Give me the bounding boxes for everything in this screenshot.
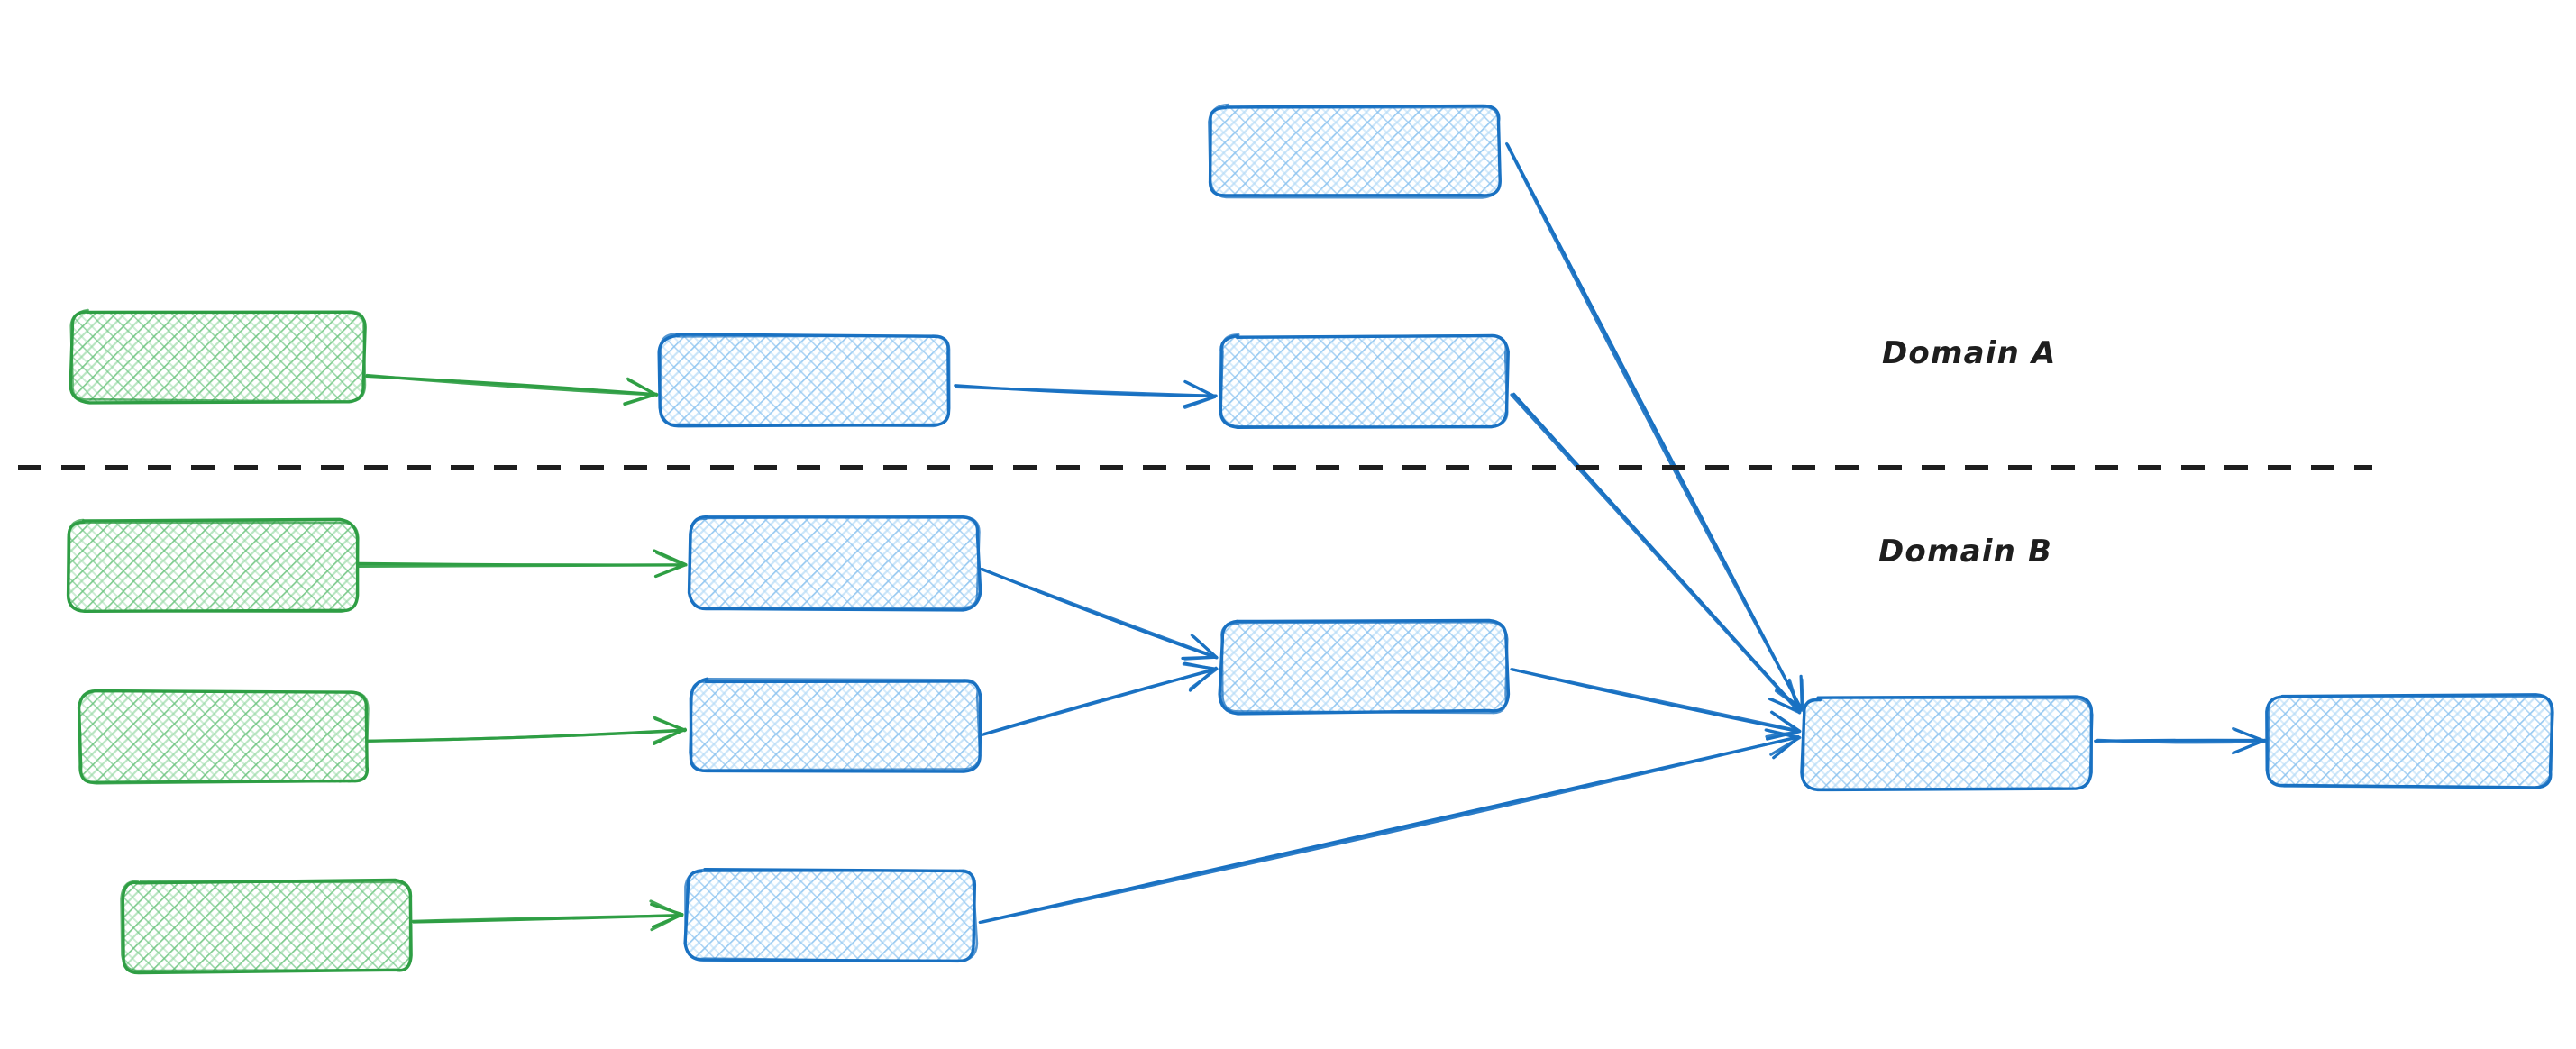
node-b-src-2[interactable] bbox=[77, 689, 370, 785]
edge-b-col3-1-to-b-col4-1 bbox=[1510, 668, 1802, 741]
nodes-layer bbox=[66, 103, 2554, 975]
node-b-src-1[interactable] bbox=[66, 517, 360, 613]
node-b-col3-1[interactable] bbox=[1218, 618, 1511, 716]
domain-b-label: Domain B bbox=[1878, 534, 2053, 570]
edges-layer bbox=[356, 141, 2267, 932]
edge-a-src-1-to-a-mid-1 bbox=[364, 373, 659, 406]
node-b-mid-1[interactable] bbox=[687, 515, 982, 612]
edge-b-src-2-to-b-mid-2 bbox=[367, 716, 688, 745]
edge-b-src-1-to-b-mid-1 bbox=[356, 549, 688, 579]
edge-a-top-1-to-b-col4-1 bbox=[1505, 141, 1805, 713]
edge-b-col4-1-to-b-col5-1 bbox=[2094, 726, 2267, 755]
edge-b-mid-3-to-b-col4-1 bbox=[978, 728, 1802, 925]
node-a-src-1[interactable] bbox=[69, 308, 367, 405]
node-a-mid-1[interactable] bbox=[657, 333, 951, 428]
edge-a-col3-1-to-b-col4-1 bbox=[1510, 392, 1802, 715]
node-b-col4-1[interactable] bbox=[1800, 695, 2094, 792]
node-b-mid-2[interactable] bbox=[689, 677, 982, 773]
node-b-mid-3[interactable] bbox=[683, 868, 979, 963]
edge-a-mid-1-to-a-col3-1 bbox=[954, 379, 1218, 409]
domain-a-label: Domain A bbox=[1882, 335, 2057, 371]
node-a-col3-1[interactable] bbox=[1219, 333, 1510, 429]
edge-b-mid-1-to-b-col3-1 bbox=[979, 567, 1219, 661]
edge-b-mid-2-to-b-col3-1 bbox=[981, 661, 1219, 736]
node-b-col5-1[interactable] bbox=[2265, 693, 2554, 789]
edge-b-src-3-to-b-mid-3 bbox=[411, 899, 684, 932]
node-a-top-1[interactable] bbox=[1208, 103, 1502, 199]
node-b-src-3[interactable] bbox=[120, 878, 413, 975]
